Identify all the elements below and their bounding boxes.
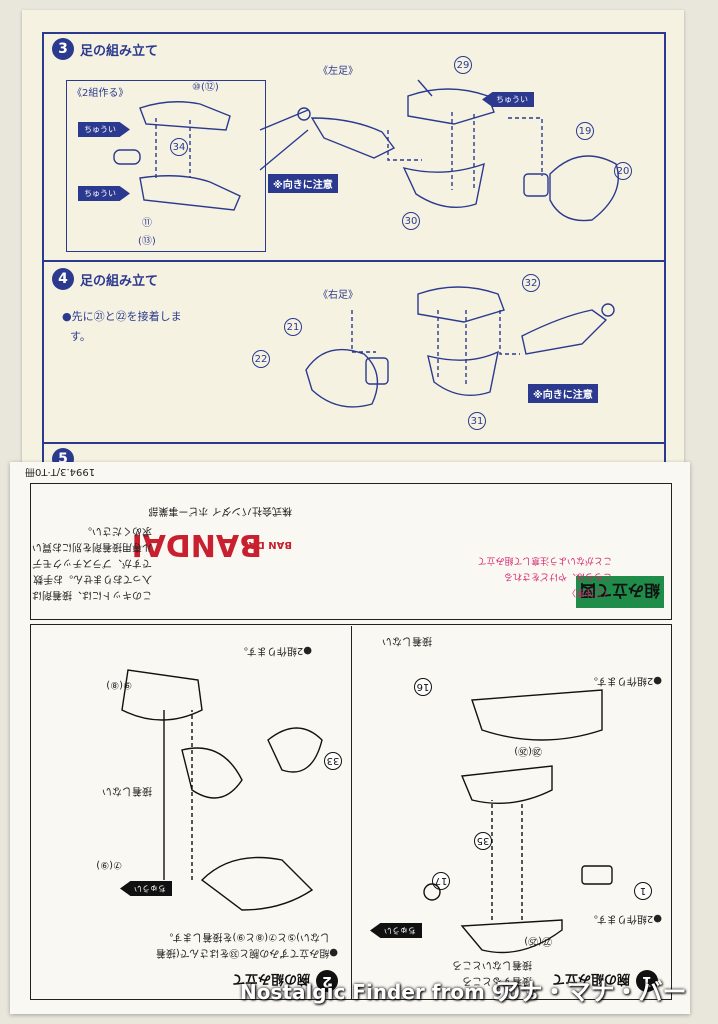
caution-arrow: ちゅうい bbox=[78, 122, 130, 137]
shield-33 bbox=[267, 727, 323, 773]
shin-armor-31 bbox=[427, 350, 499, 396]
part-11: ⑪ bbox=[142, 218, 152, 229]
caution-orientation-right: ※向きに注意 bbox=[528, 384, 598, 403]
part-32: 32 bbox=[522, 274, 540, 292]
left-leg-label: 《左足》 bbox=[318, 66, 358, 77]
shin-armor-30 bbox=[402, 162, 485, 209]
elbow-9 bbox=[121, 669, 203, 721]
watermark-text: Nostalgic Finder from 90's bbox=[240, 980, 538, 1004]
leg-lower-part bbox=[139, 175, 241, 211]
upper-arm bbox=[200, 856, 314, 911]
note-left-4: ル専用接着剤を別にお買い bbox=[32, 541, 152, 552]
step4-heading: 4 足の組み立て bbox=[52, 268, 158, 290]
company-name: 株式会社バンダイ ホビー事業部 bbox=[148, 505, 292, 516]
note-left-5: 求めください。 bbox=[82, 525, 152, 536]
caution-pink-3: ことがないよう注意して組み立て bbox=[477, 555, 612, 565]
step4-note-2: す。 bbox=[70, 330, 91, 343]
knee-armor-32 bbox=[417, 286, 505, 323]
instruction-sheet-bottom: 1 腕の組み立て 接着するところ 接着しないところ ●2組作ります。 1 17 … bbox=[10, 462, 690, 1014]
forearm-lower bbox=[460, 919, 563, 954]
hand-joint bbox=[581, 865, 613, 885]
step3-number: 3 bbox=[52, 38, 74, 60]
ball-joint bbox=[297, 107, 311, 121]
part-13: (⑬) bbox=[138, 236, 156, 247]
part-29: 29 bbox=[454, 56, 472, 74]
make-two-label: 《2組作る》 bbox=[72, 88, 129, 99]
part-31: 31 bbox=[468, 412, 486, 430]
note-left-3: ですが、プラスチックモデ bbox=[32, 557, 152, 568]
step-divider bbox=[42, 260, 666, 262]
instruction-sheet-top: 3 足の組み立て 《2組作る》 ⑩(⑫) 《左足》 29 34 ⑪ (⑬) 19… bbox=[22, 10, 684, 481]
note-left-2: 入っておりません。お手数 bbox=[33, 573, 152, 584]
caution-pink-1: 〈ご注意〉 bbox=[566, 587, 612, 597]
part-22: 22 bbox=[252, 350, 270, 368]
note-left-1: このキットには、接着剤は bbox=[32, 589, 152, 600]
step3-title: 足の組み立て bbox=[80, 43, 159, 59]
part-19: 19 bbox=[576, 122, 594, 140]
foot-21-22 bbox=[305, 348, 379, 408]
shoulder-part bbox=[471, 689, 603, 741]
step4-title: 足の組み立て bbox=[80, 273, 159, 289]
knee-armor-29 bbox=[407, 88, 495, 125]
caution-pink-2: こちらは、やけどをされる bbox=[503, 571, 612, 581]
forearm-upper bbox=[460, 765, 553, 804]
step4-note-1: ●先に㉑と㉒を接着しま bbox=[62, 310, 182, 323]
arm-cover bbox=[181, 747, 243, 799]
part-30: 30 bbox=[402, 212, 420, 230]
hip-joint-right bbox=[521, 309, 608, 355]
leg-upper-part bbox=[139, 101, 231, 131]
watermark-logo: アナ・マナ・バー bbox=[495, 978, 687, 1006]
right-leg-label: 《右足》 bbox=[318, 290, 358, 301]
step-divider bbox=[42, 442, 666, 444]
parts-10-12: ⑩(⑫) bbox=[192, 82, 219, 93]
caution-arrow: ちゅうい bbox=[78, 186, 130, 201]
step4-number: 4 bbox=[52, 268, 74, 290]
foot-19-20 bbox=[549, 155, 619, 222]
step3-heading: 3 足の組み立て bbox=[52, 38, 158, 60]
print-date-code: 1994.3/T·T0冊 bbox=[25, 466, 96, 477]
arm-illustrations bbox=[121, 669, 613, 954]
hip-joint bbox=[310, 117, 396, 159]
joint-part-34 bbox=[113, 149, 141, 165]
upside-down-content: 1 腕の組み立て 接着するところ 接着しないところ ●2組作ります。 1 17 … bbox=[28, 480, 672, 1000]
part-21: 21 bbox=[284, 318, 302, 336]
step3-4-illustrations bbox=[113, 79, 619, 408]
part-34: 34 bbox=[170, 138, 188, 156]
caution-orientation: ※向きに注意 bbox=[268, 174, 338, 193]
